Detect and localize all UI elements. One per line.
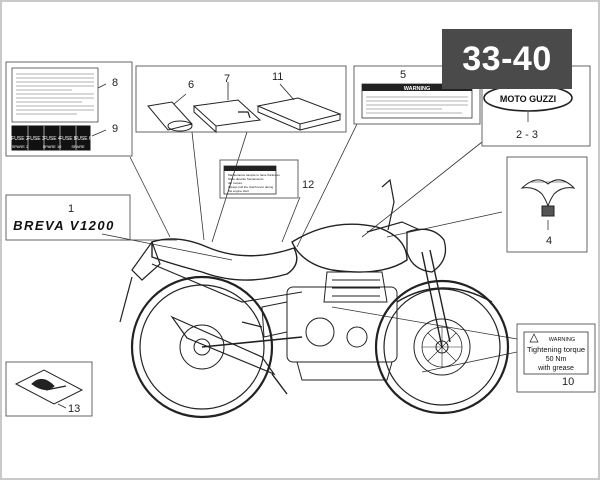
fuse-label: FUSE 2 <box>11 136 29 142</box>
callout-2-3: 2 - 3 <box>516 129 538 141</box>
maintenance-text-2: State durante l'avviamento <box>228 177 264 181</box>
fuse-chart-box: FUSE 2 FUSE 3 FUSE 4 FUSE 5 FUSE 6 SPARE… <box>5 61 133 157</box>
callout-13: 13 <box>68 403 80 415</box>
callout-8: 8 <box>112 77 118 89</box>
owner-manual <box>256 83 342 131</box>
torque-line-1: Tightening torque <box>527 345 585 354</box>
torque-warning-box: WARNING Tightening torque 50 Nm with gre… <box>516 323 596 393</box>
spare-label: SPARE 2 <box>12 144 29 149</box>
callout-5: 5 <box>400 69 406 81</box>
front-wheel <box>374 279 510 415</box>
torque-line-3: with grease <box>537 365 574 372</box>
callout-9: 9 <box>112 123 118 135</box>
callout-4: 4 <box>546 235 552 247</box>
maintenance-text-1: Maintenance sample to have thickness <box>228 173 280 177</box>
spare-label: SPARE 10 <box>43 144 63 149</box>
accessories-box <box>135 65 347 134</box>
callout-6: 6 <box>188 79 194 91</box>
motorcycle-drawing <box>119 178 510 419</box>
callout-10: 10 <box>562 376 574 388</box>
decal-box-1: BREVA V1200 <box>5 194 131 241</box>
spare-label: SPARE <box>71 144 85 149</box>
warning-title: WARNING <box>404 86 431 92</box>
cover-decal-box <box>5 361 93 417</box>
torque-warning-title: WARNING <box>549 337 575 343</box>
eagle-emblem-box <box>506 156 588 253</box>
moto-guzzi-logo-text: MOTO GUZZI <box>500 94 556 104</box>
callout-numbers: 1 6 7 11 5 8 9 12 2 - 3 4 10 13 <box>68 69 574 415</box>
fuse-label: FUSE 6 <box>74 136 92 142</box>
maintenance-notice-box: Maintenance sample to have thickness Sta… <box>219 159 299 199</box>
breva-decal-text: BREVA V1200 <box>13 218 115 233</box>
leader-lines <box>101 123 518 373</box>
fuse-label: FUSE 4 <box>43 136 61 142</box>
callout-11: 11 <box>272 71 283 83</box>
callout-1: 1 <box>68 203 74 215</box>
callout-12: 12 <box>302 179 314 191</box>
callout-7: 7 <box>224 73 230 85</box>
tool-roll <box>147 93 193 132</box>
key-card <box>192 82 262 134</box>
fuse-label: FUSE 3 <box>27 136 45 142</box>
maintenance-text-4: Always pull the clutch lever during <box>228 185 274 189</box>
page-code-badge: 33-40 <box>442 29 572 89</box>
maintenance-text-5: the engine start <box>228 189 249 193</box>
engine <box>261 271 398 381</box>
warning-label-box: WARNING <box>353 65 481 125</box>
torque-line-2: 50 Nm <box>546 356 567 363</box>
maintenance-text-3: del motore <box>228 181 243 185</box>
fuse-label: FUSE 5 <box>59 136 77 142</box>
eagle-icon <box>520 179 576 217</box>
